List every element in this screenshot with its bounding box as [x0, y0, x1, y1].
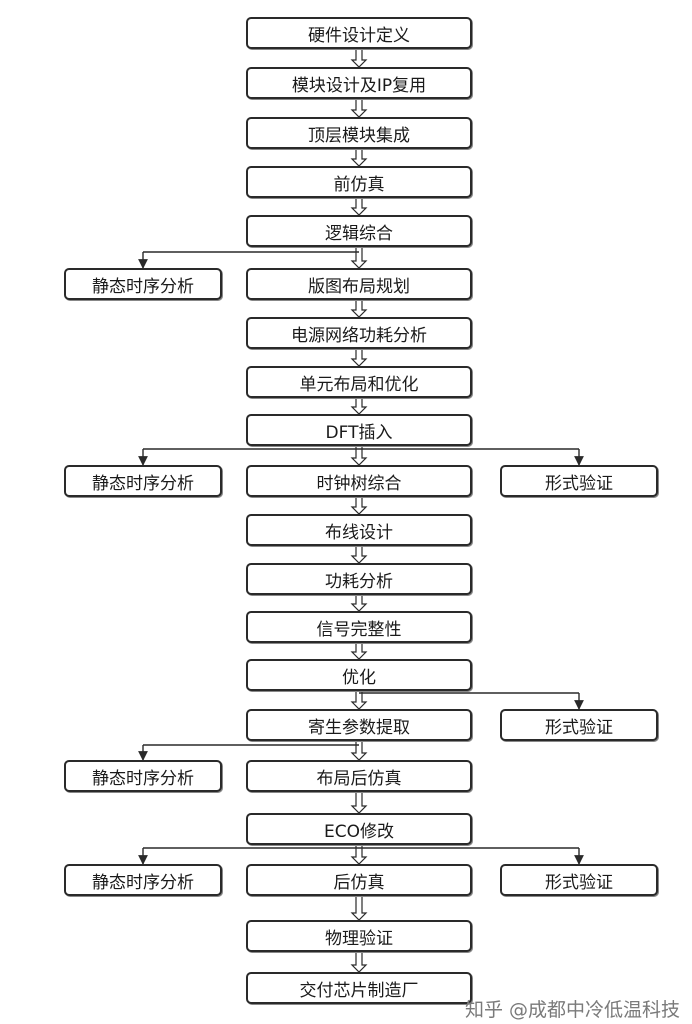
watermark-text: 知乎 @成都中冷低温科技 — [464, 999, 680, 1021]
branch-static-timing-2: 静态时序分析 — [64, 465, 222, 497]
flow-arrow — [350, 48, 368, 68]
flow-arrow — [350, 445, 368, 466]
branch-static-timing-4: 静态时序分析 — [64, 864, 222, 896]
flow-arrow — [350, 594, 368, 612]
step-parasitic-extract: 寄生参数提取 — [246, 709, 472, 741]
flow-arrow — [350, 98, 368, 118]
step-pre-simulation: 前仿真 — [246, 166, 472, 198]
branch-static-timing-1: 静态时序分析 — [64, 268, 222, 300]
step-power-network: 电源网络功耗分析 — [246, 317, 472, 349]
flow-arrow — [350, 844, 368, 865]
step-post-sim: 后仿真 — [246, 864, 472, 896]
step-placement: 单元布局和优化 — [246, 366, 472, 398]
step-logic-synthesis: 逻辑综合 — [246, 215, 472, 247]
branch-formal-verify-1: 形式验证 — [500, 465, 658, 497]
branch-static-timing-3: 静态时序分析 — [64, 760, 222, 792]
step-signal-integrity: 信号完整性 — [246, 611, 472, 643]
step-physical-verify: 物理验证 — [246, 920, 472, 952]
step-power-analysis: 功耗分析 — [246, 563, 472, 595]
step-clock-tree: 时钟树综合 — [246, 465, 472, 497]
step-tapeout: 交付芯片制造厂 — [246, 972, 472, 1004]
flow-arrow — [350, 148, 368, 167]
flow-arrow — [350, 496, 368, 515]
step-hardware-definition: 硬件设计定义 — [246, 17, 472, 49]
flow-arrow — [350, 246, 368, 269]
flow-arrow — [350, 740, 368, 761]
step-dft-insertion: DFT插入 — [246, 414, 472, 446]
flow-arrow — [350, 197, 368, 216]
flow-arrow — [350, 299, 368, 318]
step-routing: 布线设计 — [246, 514, 472, 546]
flow-arrow — [350, 545, 368, 564]
step-optimization: 优化 — [246, 659, 472, 691]
flow-arrow — [350, 951, 368, 973]
flow-arrow — [350, 791, 368, 814]
branch-formal-verify-2: 形式验证 — [500, 709, 658, 741]
step-floorplan: 版图布局规划 — [246, 268, 472, 300]
step-post-layout-sim: 布局后仿真 — [246, 760, 472, 792]
step-top-integration: 顶层模块集成 — [246, 117, 472, 149]
flow-arrow — [350, 895, 368, 921]
flow-arrow — [350, 642, 368, 660]
flow-arrow — [350, 348, 368, 367]
step-eco: ECO修改 — [246, 813, 472, 845]
step-module-design-ip: 模块设计及IP复用 — [246, 67, 472, 99]
branch-formal-verify-3: 形式验证 — [500, 864, 658, 896]
flow-arrow — [350, 397, 368, 415]
